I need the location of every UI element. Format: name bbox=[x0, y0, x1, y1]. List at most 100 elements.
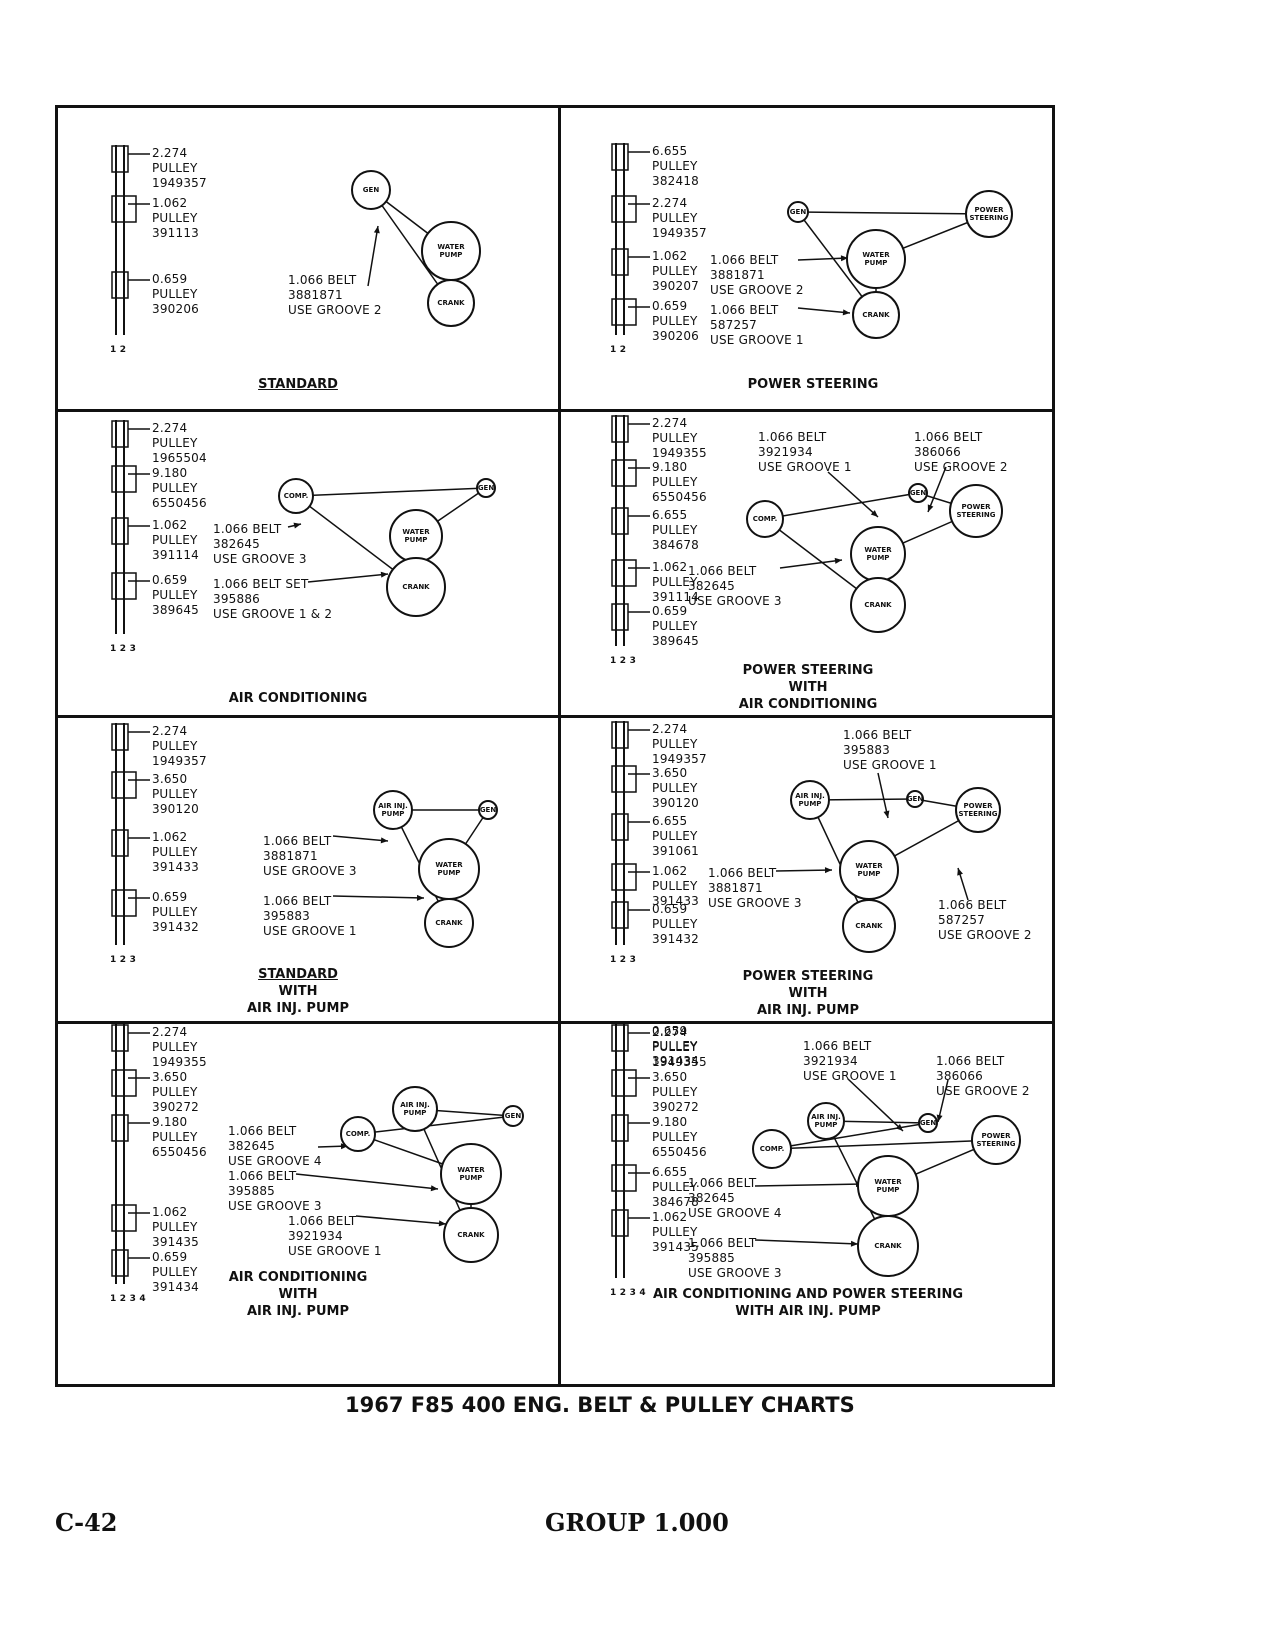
pulley-label: 2.274 PULLEY 1949355 bbox=[152, 1025, 207, 1069]
pulley-label: 9.180 PULLEY 6550456 bbox=[652, 460, 707, 504]
pulley-label: 1.062 PULLEY 391114 bbox=[152, 518, 200, 562]
pulley-label: 1.062 PULLEY 391433 bbox=[152, 830, 200, 874]
pulley-label: 1.062 PULLEY 391433 bbox=[652, 864, 700, 908]
engine-component-circle: CRANK bbox=[857, 1215, 919, 1277]
belt-line bbox=[771, 1139, 997, 1150]
engine-component-circle: CRANK bbox=[852, 291, 900, 339]
belt-label: 1.066 BELT 3881871 USE GROOVE 3 bbox=[708, 866, 802, 910]
belt-callout-arrow bbox=[332, 835, 389, 842]
engine-component-circle: POWER STEERING bbox=[949, 484, 1003, 538]
grid-divider bbox=[58, 409, 1052, 412]
panel-title-line: WITH bbox=[788, 680, 828, 695]
engine-component-circle: GEN bbox=[908, 483, 928, 503]
arrow-head bbox=[293, 522, 301, 529]
panel-title-line: WITH bbox=[278, 984, 318, 999]
belt-label: 1.066 BELT 395885 USE GROOVE 3 bbox=[228, 1169, 322, 1213]
engine-component-circle: COMP. bbox=[278, 478, 314, 514]
engine-component-circle: AIR INJ. PUMP bbox=[790, 780, 830, 820]
pulley-flange bbox=[111, 271, 129, 299]
pulley-flange bbox=[611, 248, 629, 276]
pulley-label: 9.180 PULLEY 6550456 bbox=[152, 1115, 207, 1159]
pulley-label: 2.274 PULLEY 1949357 bbox=[152, 146, 207, 190]
groove-numbers: 1 2 bbox=[610, 345, 627, 355]
engine-component-circle: POWER STEERING bbox=[971, 1115, 1021, 1165]
engine-component-circle: WATER PUMP bbox=[839, 840, 899, 900]
belt-callout-arrow bbox=[332, 895, 425, 899]
belt-line bbox=[295, 487, 487, 497]
engine-component-circle: GEN bbox=[476, 478, 496, 498]
groove-numbers: 1 2 3 bbox=[610, 955, 637, 965]
pulley-label: 0.659 PULLEY 390206 bbox=[652, 299, 700, 343]
groove-numbers: 1 2 3 4 bbox=[110, 1294, 146, 1304]
belt-label: 1.066 BELT 382645 USE GROOVE 3 bbox=[688, 564, 782, 608]
pulley-label: 3.650 PULLEY 390272 bbox=[652, 1070, 700, 1114]
pulley-label: 3.650 PULLEY 390120 bbox=[152, 772, 200, 816]
belt-line bbox=[357, 1115, 514, 1135]
engine-component-circle: CRANK bbox=[443, 1207, 499, 1263]
engine-component-circle: AIR INJ. PUMP bbox=[807, 1102, 845, 1140]
pulley-flange bbox=[111, 465, 137, 493]
belt-callout-arrow bbox=[779, 559, 843, 569]
pulley-flange bbox=[611, 507, 629, 535]
pulley-stack-drawing bbox=[611, 143, 990, 335]
arrow-head bbox=[850, 1240, 858, 1247]
groove-numbers: 1 2 3 bbox=[110, 644, 137, 654]
arrow-head bbox=[936, 1114, 943, 1122]
pulley-label: 6.655 PULLEY 384678 bbox=[652, 1165, 700, 1209]
panel-title-line: POWER STEERING bbox=[742, 969, 874, 984]
pulley-flange bbox=[611, 765, 637, 793]
groove-numbers: 1 2 3 bbox=[610, 656, 637, 666]
engine-component-circle: POWER STEERING bbox=[965, 190, 1013, 238]
arrow-head bbox=[373, 226, 380, 234]
pulley-label: 1.062 PULLEY 390207 bbox=[652, 249, 700, 293]
belt-line bbox=[797, 211, 990, 215]
engine-component-circle: CRANK bbox=[850, 577, 906, 633]
arrow-head bbox=[380, 571, 388, 578]
pulley-label: 1.062 PULLEY 391114 bbox=[652, 560, 700, 604]
pulley-flange bbox=[111, 572, 137, 600]
belt-label: 1.066 BELT 382645 USE GROOVE 4 bbox=[228, 1124, 322, 1168]
pulley-flange bbox=[611, 863, 637, 891]
belt-label: 1.066 BELT 3881871 USE GROOVE 2 bbox=[710, 253, 804, 297]
pulley-label: 6.655 PULLEY 384678 bbox=[652, 508, 700, 552]
panel-title-line: POWER STEERING bbox=[742, 663, 874, 678]
belt-callout-arrow bbox=[307, 573, 389, 583]
engine-component-circle: WATER PUMP bbox=[418, 838, 480, 900]
pulley-flange bbox=[611, 1069, 637, 1097]
pulley-stack-drawing bbox=[611, 415, 977, 646]
engine-component-circle: WATER PUMP bbox=[440, 1143, 502, 1205]
engine-component-circle: GEN bbox=[502, 1105, 524, 1127]
pulley-label: 1.062 PULLEY 391435 bbox=[152, 1205, 200, 1249]
arrow-head bbox=[840, 255, 848, 262]
arrow-head bbox=[416, 894, 424, 901]
pulley-label: 2.274 PULLEY 1965504 bbox=[152, 421, 207, 465]
panel-title-line: WITH bbox=[788, 986, 828, 1001]
pulley-flange bbox=[111, 771, 137, 799]
arrow-head bbox=[842, 309, 850, 316]
pulley-label: 0.659 PULLEY 389645 bbox=[152, 573, 200, 617]
pulley-flange bbox=[611, 1164, 637, 1192]
groove-numbers: 1 2 3 bbox=[110, 955, 137, 965]
arrow-head bbox=[380, 837, 388, 844]
pulley-flange bbox=[611, 415, 629, 443]
arrow-head bbox=[870, 510, 878, 517]
pulley-flange bbox=[111, 723, 129, 751]
panel-title-line: POWER STEERING bbox=[747, 377, 879, 392]
pulley-flange bbox=[611, 1114, 629, 1142]
arrow-head bbox=[430, 1185, 438, 1192]
pulley-flange bbox=[611, 298, 637, 326]
pulley-label: 0.659 PULLEY 390206 bbox=[152, 272, 200, 316]
panel-title-line: STANDARD bbox=[258, 377, 338, 392]
pulley-flange bbox=[111, 420, 129, 448]
engine-component-circle: GEN bbox=[351, 170, 391, 210]
belt-callout-arrow bbox=[847, 1078, 904, 1132]
pulley-label: 9.180 PULLEY 6550456 bbox=[152, 466, 207, 510]
pulley-label: 2.274 PULLEY 1949357 bbox=[152, 724, 207, 768]
belt-callout-arrow bbox=[937, 1079, 949, 1123]
pulley-flange bbox=[611, 143, 629, 171]
belt-label: 1.066 BELT 382645 USE GROOVE 4 bbox=[688, 1176, 782, 1220]
belt-label: 1.066 BELT 3921934 USE GROOVE 1 bbox=[803, 1039, 897, 1083]
engine-component-circle: GEN bbox=[906, 790, 924, 808]
